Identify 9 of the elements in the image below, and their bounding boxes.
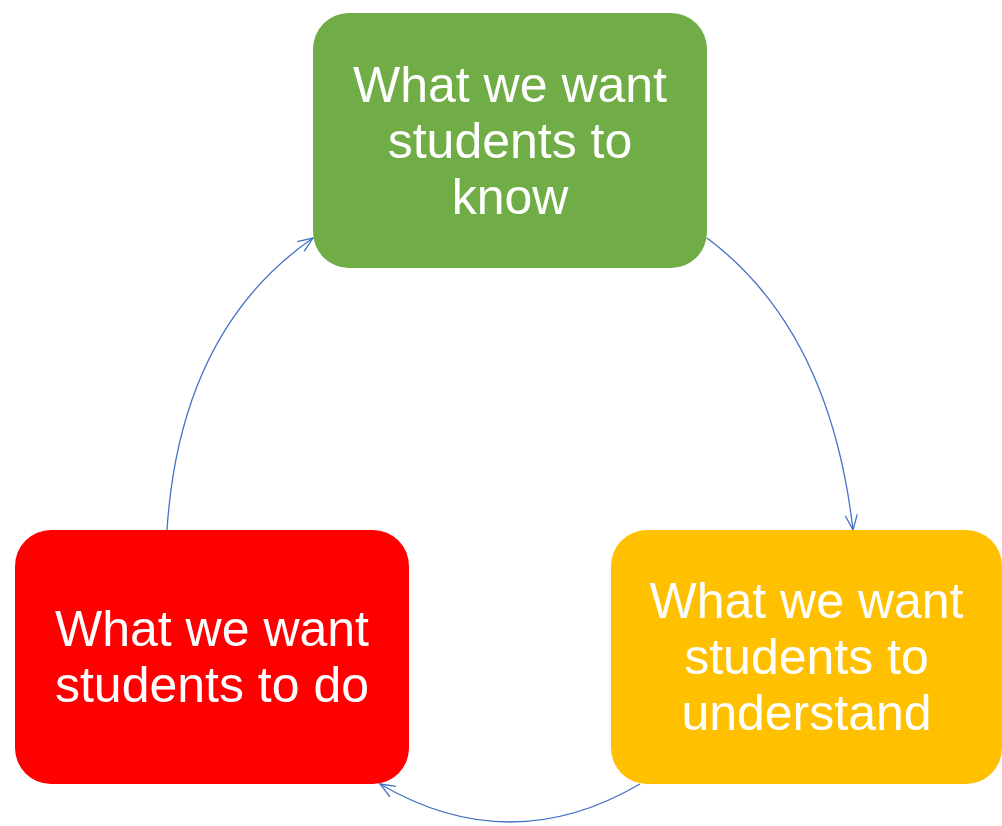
process-box <box>313 13 707 268</box>
process-box <box>611 530 1002 784</box>
process-box <box>15 530 409 784</box>
curved-arrow <box>379 783 641 823</box>
curved-arrow <box>166 237 314 531</box>
box-label: What we want students to understand <box>648 573 965 741</box>
curved-arrow <box>706 237 858 531</box>
box-label: What we want students to know <box>352 56 668 225</box>
box-label: What we want students to do <box>53 601 371 713</box>
